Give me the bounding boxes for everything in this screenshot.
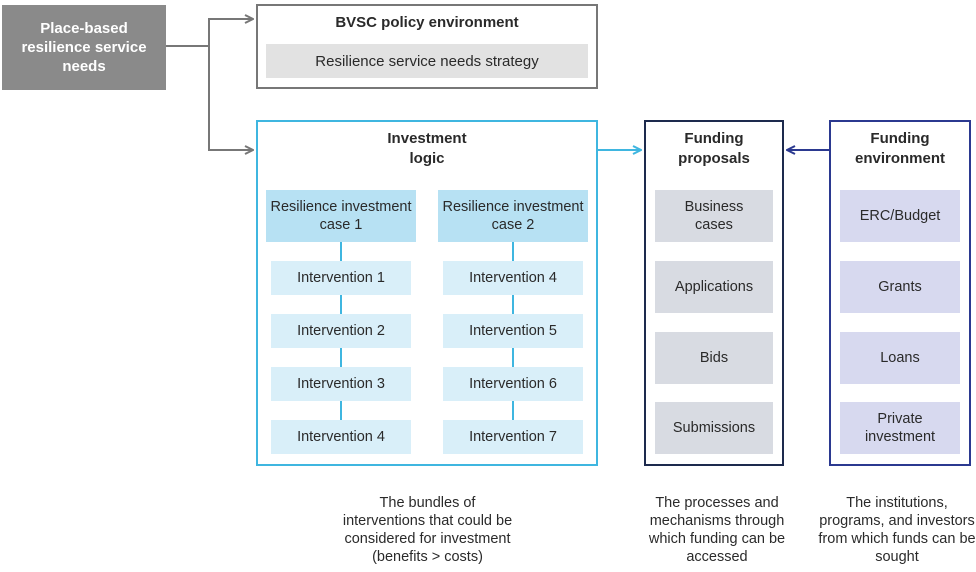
case-1-intervention: Intervention 1: [271, 261, 411, 295]
environment-item: Grants: [840, 261, 960, 313]
case-1-intervention: Intervention 3: [271, 367, 411, 401]
environment-title: Funding environment: [855, 130, 946, 167]
arrow-to-investment: [208, 46, 253, 150]
arrow-to-policy: [208, 19, 253, 46]
policy-title: BVSC policy environment: [335, 13, 519, 31]
environment-item: Loans: [840, 332, 960, 384]
proposals-caption: The processes and mechanisms through whi…: [648, 495, 786, 565]
proposal-item: Bids: [655, 332, 773, 384]
environment-caption: The institutions, programs, and investor…: [818, 495, 976, 565]
source-node: Place-based resilience service needs: [2, 5, 166, 90]
case-1-intervention: Intervention 4: [271, 420, 411, 454]
case-2-intervention: Intervention 7: [443, 420, 583, 454]
case-2-intervention: Intervention 6: [443, 367, 583, 401]
proposal-item: Submissions: [655, 402, 773, 454]
proposal-item: Business cases: [655, 190, 773, 242]
investment-case-2: Resilience investment case 2: [438, 190, 588, 242]
case-2-intervention: Intervention 5: [443, 314, 583, 348]
investment-caption: The bundles of interventions that could …: [342, 495, 513, 565]
investment-title: Investment logic: [387, 130, 467, 167]
source-label: Place-based resilience service needs: [21, 20, 147, 75]
environment-item: ERC/Budget: [840, 190, 960, 242]
environment-item: Private investment: [840, 402, 960, 454]
case-2-intervention: Intervention 4: [443, 261, 583, 295]
case-1-intervention: Intervention 2: [271, 314, 411, 348]
proposals-title: Funding proposals: [678, 130, 750, 167]
proposal-item: Applications: [655, 261, 773, 313]
policy-strategy: Resilience service needs strategy: [266, 44, 588, 78]
investment-case-1: Resilience investment case 1: [266, 190, 416, 242]
